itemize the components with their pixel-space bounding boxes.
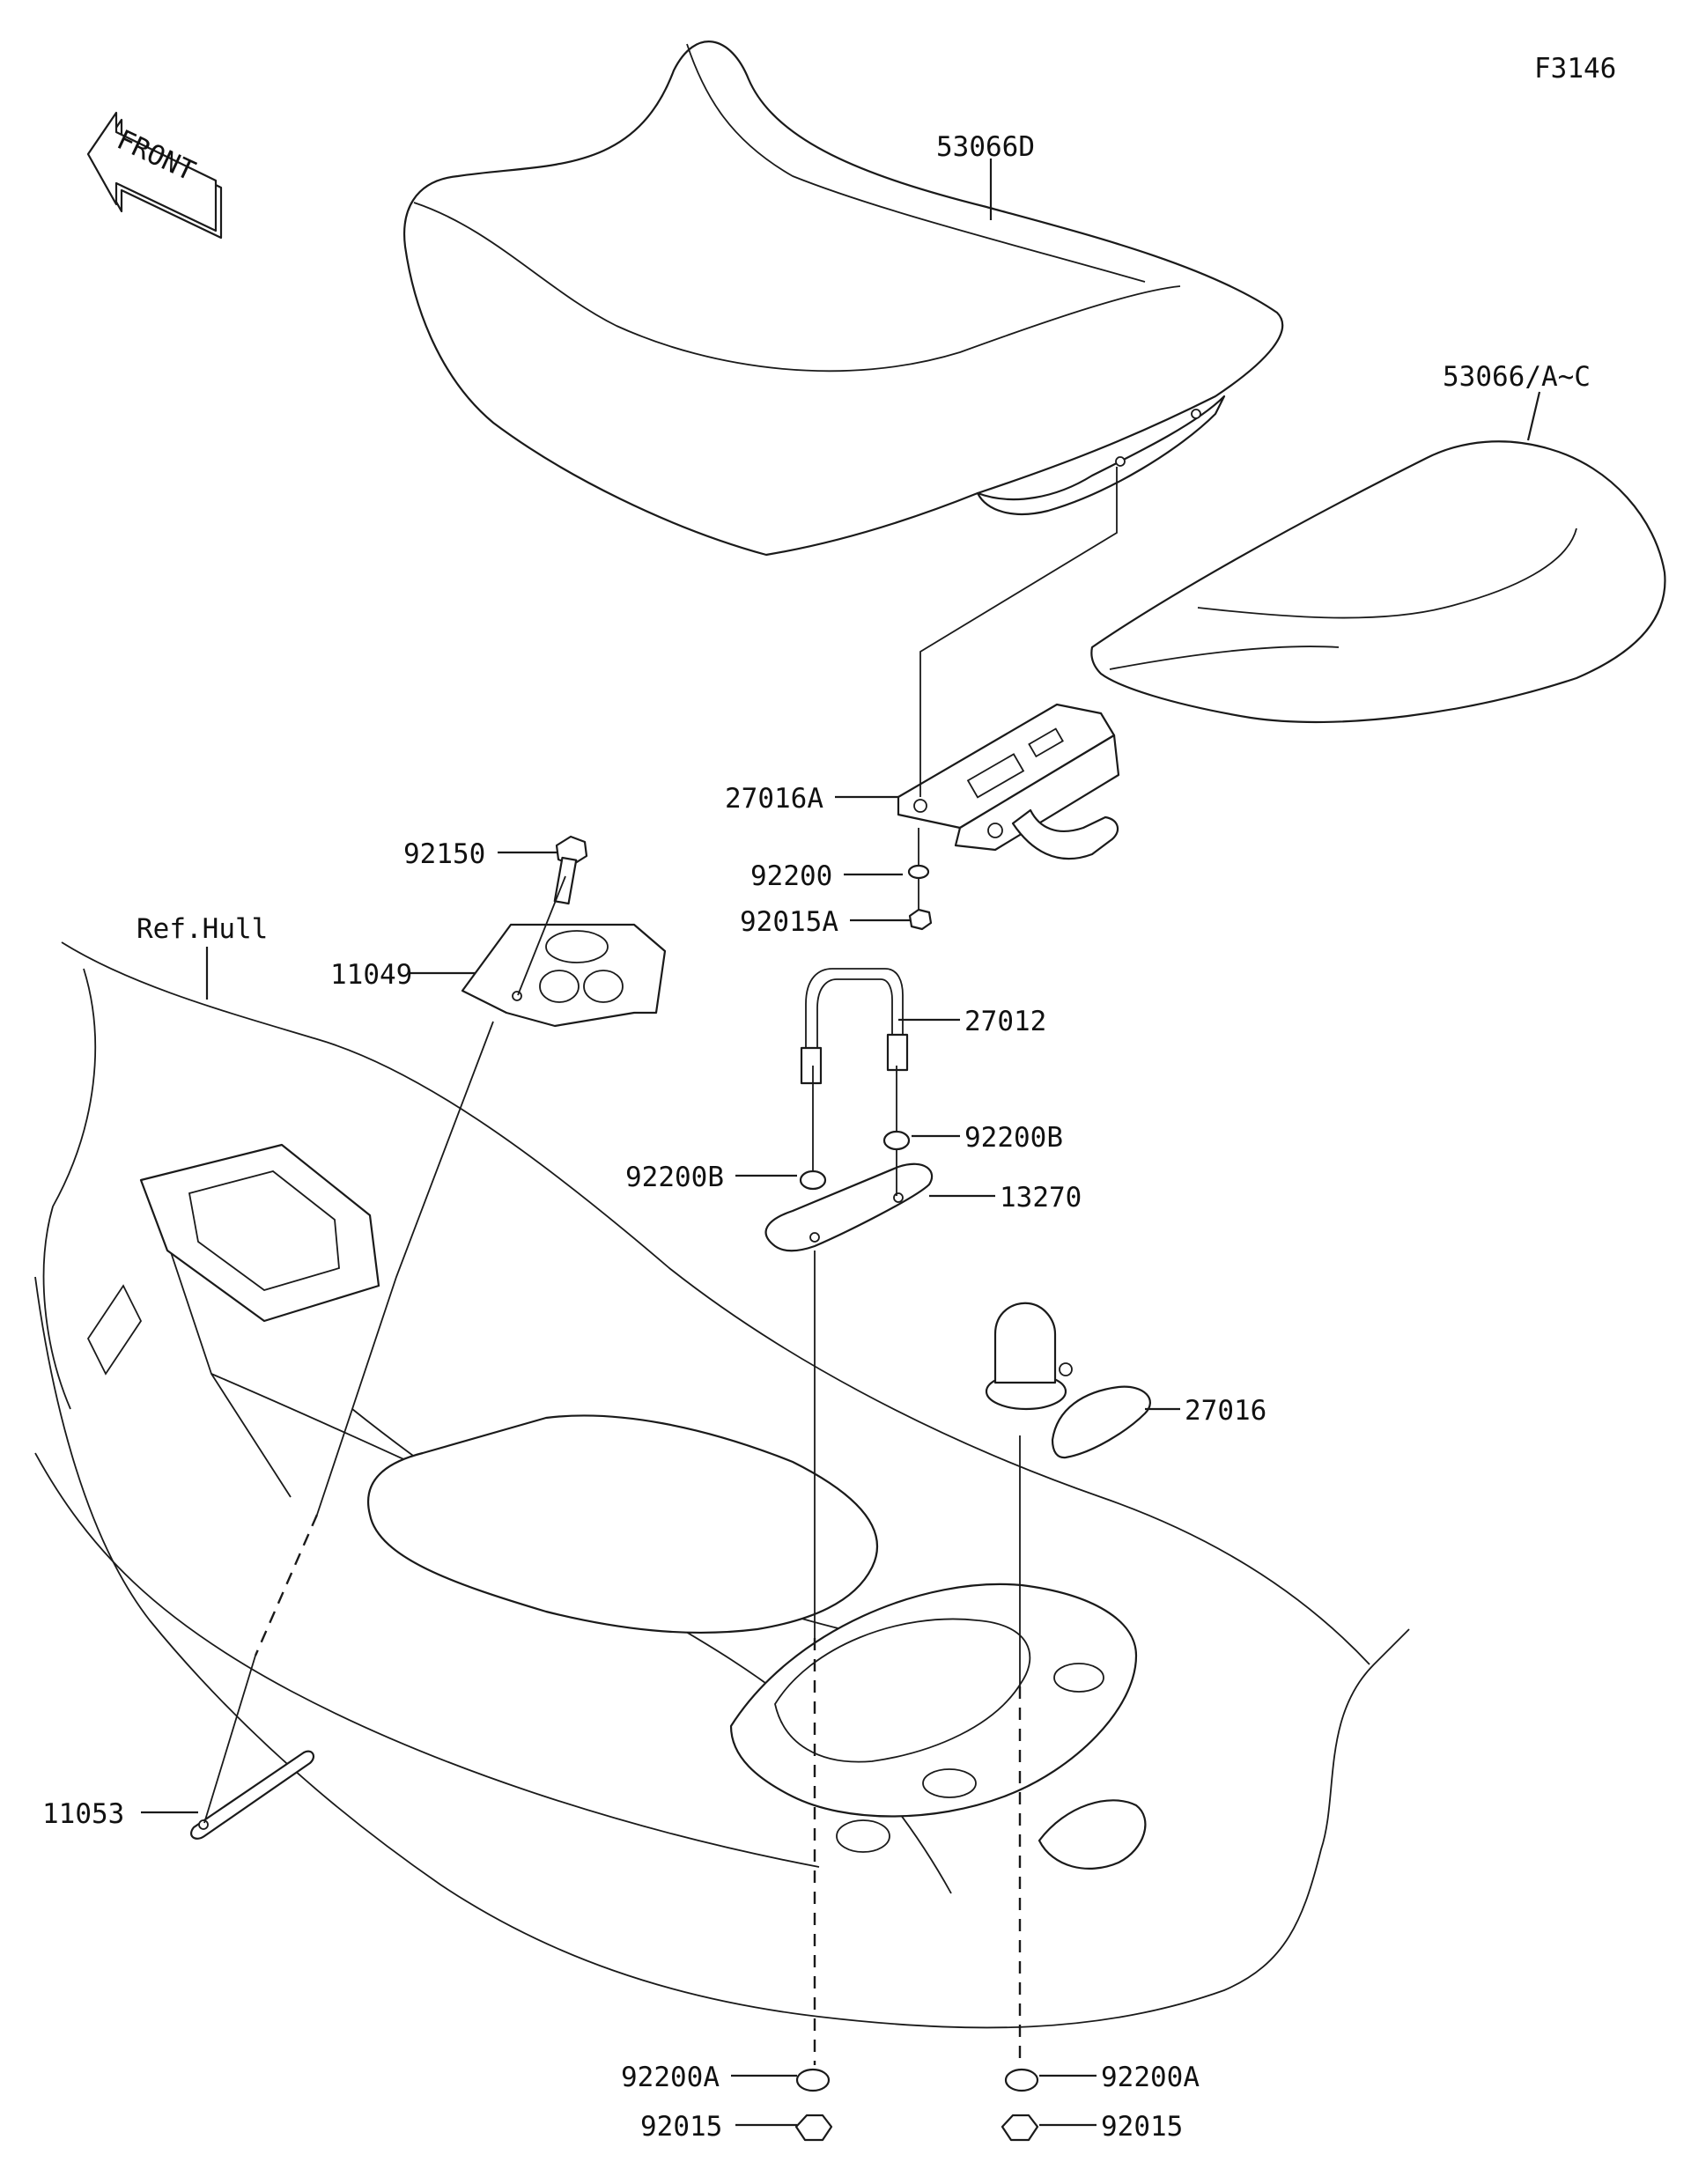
callout-27016A: 27016A [725, 783, 823, 815]
callout-11049: 11049 [330, 959, 412, 991]
callout-92150: 92150 [403, 838, 485, 870]
washer-92200A-right [1004, 2068, 1039, 2092]
callout-92015A: 92015A [740, 906, 838, 938]
callout-13270: 13270 [1000, 1182, 1082, 1214]
callout-92200B-right: 92200B [964, 1122, 1063, 1154]
callout-27012: 27012 [964, 1006, 1046, 1037]
callout-53066AC: 53066/A~C [1443, 361, 1591, 393]
washer-92200B-right [882, 1130, 911, 1151]
callout-92200B-left: 92200B [625, 1162, 724, 1193]
ref-hull-label: Ref.Hull [137, 913, 268, 945]
bolt-92150 [553, 835, 588, 905]
u-bolt-27012 [800, 968, 909, 1085]
callout-92015-right: 92015 [1101, 2111, 1183, 2143]
callout-92200A-left: 92200A [621, 2062, 720, 2093]
nut-92015-right [1001, 2114, 1039, 2142]
washer-92200A-left [795, 2068, 831, 2092]
front-arrow-icon: FRONT [86, 111, 223, 240]
seat-latch-bracket [897, 703, 1120, 860]
callout-92200A-right: 92200A [1101, 2062, 1200, 2093]
main-seat [403, 41, 1284, 557]
washer-92200B-left [799, 1169, 827, 1191]
hull [34, 941, 1410, 2029]
callout-27016: 27016 [1185, 1395, 1266, 1427]
callout-92200: 92200 [750, 860, 832, 892]
plate-13270 [764, 1162, 934, 1252]
bracket-11049 [461, 923, 667, 1028]
strap-plate-11053 [190, 1750, 315, 1840]
rear-seat [1090, 440, 1666, 724]
figure-code: F3146 [1534, 53, 1616, 85]
washer-92200 [907, 864, 930, 880]
callout-53066D: 53066D [936, 131, 1035, 163]
nut-92015-left [794, 2114, 833, 2142]
callout-92015-left: 92015 [640, 2111, 722, 2143]
callout-11053: 11053 [42, 1798, 124, 1830]
grip-27016 [985, 1302, 1151, 1459]
dashed-line-strap [254, 1514, 319, 1656]
leader-lines [141, 159, 1541, 2127]
nut-92015A [908, 908, 933, 931]
